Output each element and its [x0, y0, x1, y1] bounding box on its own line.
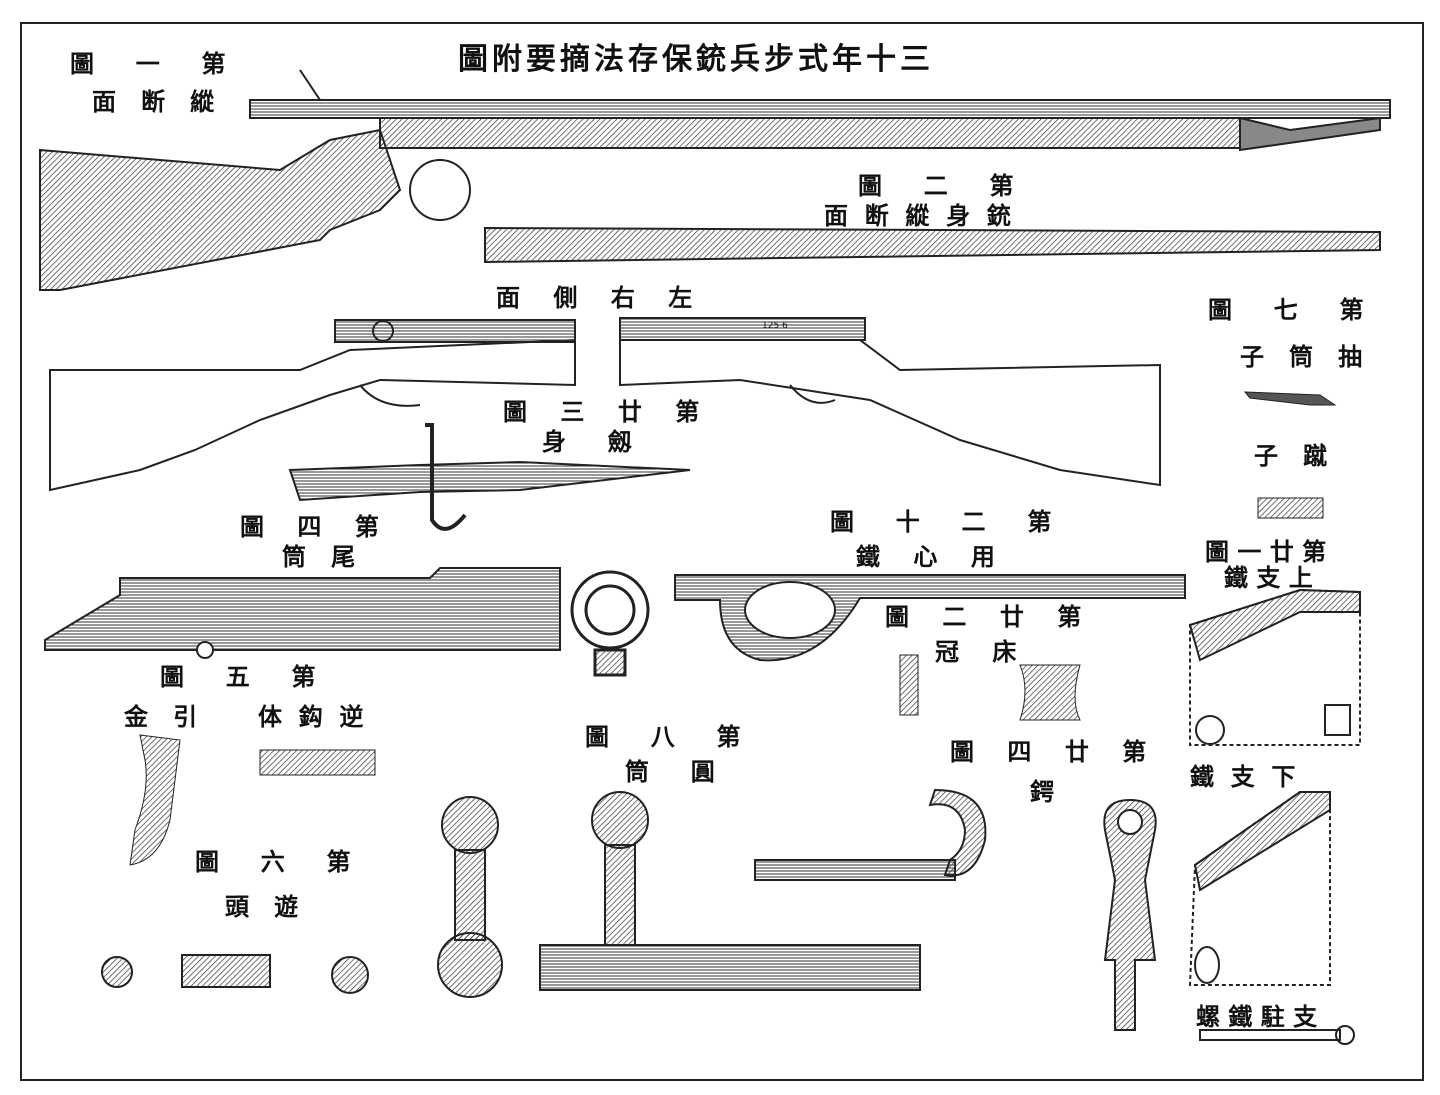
- drawing-frame: [20, 22, 1424, 1081]
- fig22-buttplate-cap: [1019, 664, 1081, 721]
- fig6-cocking-piece: [101, 954, 369, 994]
- fig21-caption: 鐵 支 上: [1224, 563, 1313, 592]
- fig1-rifle-section: [39, 69, 1391, 291]
- fig20-label: 圖 十 二 第: [830, 507, 1052, 536]
- ejector-part: [1257, 497, 1324, 519]
- fig1-label: 圖 一 第: [70, 49, 226, 78]
- sear-label: 体 鈎 逆: [258, 702, 364, 731]
- fig22-caption: 冠 床: [935, 637, 1017, 666]
- fig8-bolt: [437, 791, 921, 998]
- ring-part: [570, 570, 650, 677]
- fig5-label: 圖 五 第: [160, 662, 316, 691]
- fig7-label: 圖 七 第: [1208, 295, 1364, 324]
- sling-swivel: [1103, 798, 1157, 1031]
- fig21-upper-band: [1188, 588, 1361, 746]
- fig4-receiver: [44, 567, 561, 659]
- band-screw: [1199, 1025, 1355, 1045]
- fig7-caption: 子 筒 抽: [1240, 342, 1363, 371]
- side-view-right: [619, 317, 1161, 487]
- fig23-label: 圖 三 廿 第: [503, 397, 700, 426]
- fig22-label: 圖 二 廿 第: [885, 602, 1082, 631]
- trigger-label: 金 引: [124, 702, 198, 731]
- fig4-label: 圖 四 第: [240, 512, 379, 541]
- fig4-caption: 筒 尾: [282, 542, 356, 571]
- fig2-barrel-section: [484, 226, 1381, 264]
- side-view-label: 面 側 右 左: [496, 283, 693, 312]
- fig7-extractor: [1243, 391, 1337, 406]
- fig22-buttplate: [899, 654, 919, 716]
- page-title: 圖附要摘法存保銃兵步式年十三: [458, 42, 934, 77]
- fig8-label: 圖 八 第: [585, 722, 741, 751]
- fig2-label: 圖 二 第: [858, 171, 1014, 200]
- fig6-caption: 頭 遊: [225, 892, 299, 921]
- serial-number: 125 6: [762, 321, 788, 331]
- ejector-label: 子 蹴: [1254, 441, 1328, 470]
- fig21-label: 圖 一 廿 第: [1205, 537, 1327, 566]
- fig24-label: 圖 四 廿 第: [950, 737, 1147, 766]
- side-view-left: [49, 319, 576, 492]
- fig1-caption: 面 断 縱: [92, 87, 215, 116]
- fig20-caption: 鐵 心 用: [856, 542, 995, 571]
- sear-part: [259, 749, 376, 776]
- lower-band-label: 鐵 支 下: [1190, 762, 1296, 791]
- trigger-part: [129, 734, 181, 866]
- fig2-caption: 面 断 縱 身 銃: [824, 201, 1011, 230]
- fig24-caption: 鍔: [1030, 777, 1054, 806]
- fig8-caption: 筒 圓: [625, 757, 715, 786]
- fig24-guard: [754, 788, 987, 881]
- lower-band: [1188, 791, 1331, 986]
- fig20-trigger-guard: [674, 574, 1186, 662]
- fig23-caption: 身 劔: [542, 427, 632, 456]
- band-screw-label: 螺 鐵 駐 支: [1196, 1002, 1318, 1031]
- fig23-bayonet: [288, 423, 691, 531]
- fig6-label: 圖 六 第: [195, 847, 351, 876]
